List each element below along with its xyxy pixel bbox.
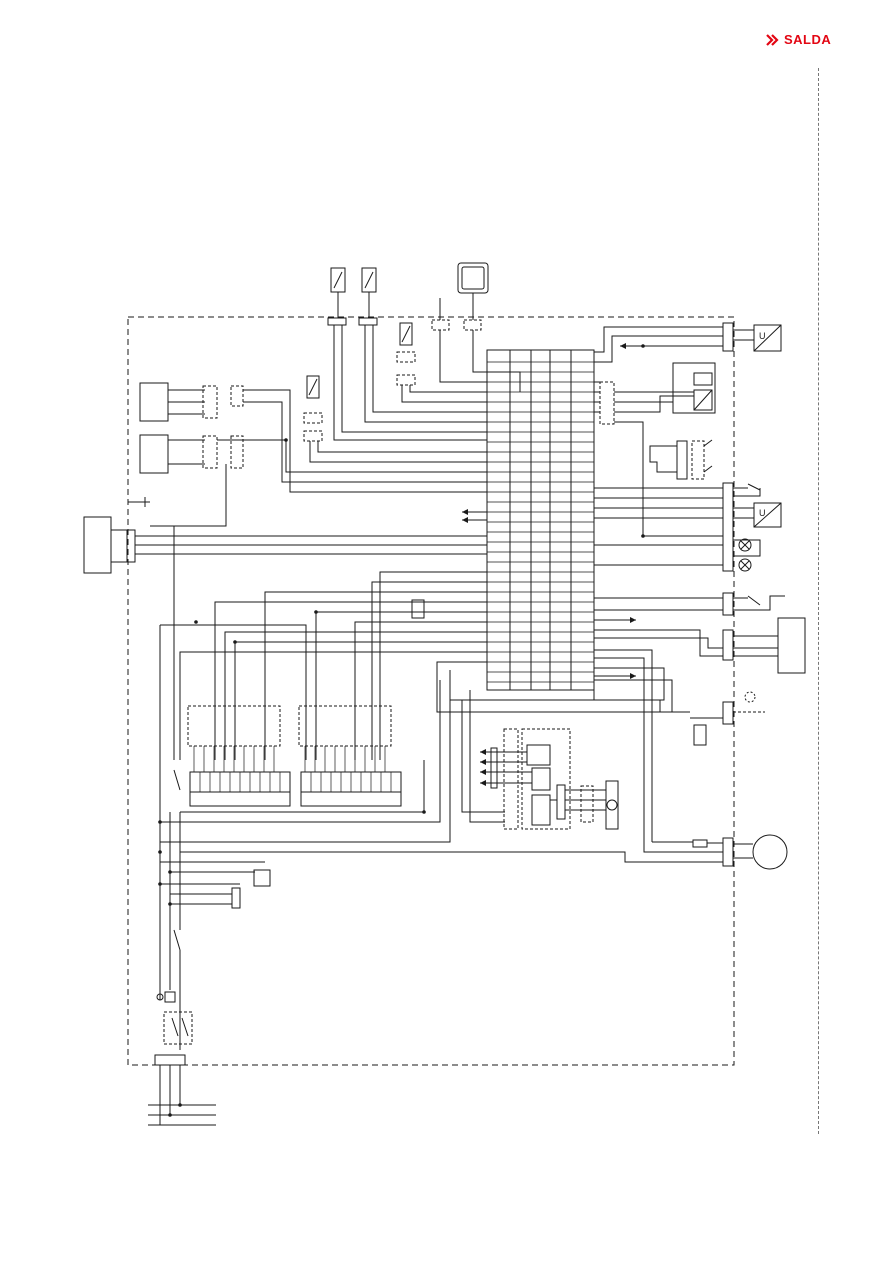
interconnect-wires bbox=[160, 526, 672, 842]
damper-motor bbox=[606, 781, 618, 829]
controller-terminal-block bbox=[487, 350, 594, 690]
left-device-2 bbox=[140, 435, 168, 473]
left-device-1 bbox=[140, 383, 168, 421]
lower-terminal-strips bbox=[188, 706, 401, 806]
middle-connector-block bbox=[480, 729, 618, 829]
power-input-device bbox=[84, 517, 111, 573]
junction-dots bbox=[158, 344, 645, 1117]
actuator-u-2-label: U bbox=[759, 508, 766, 518]
main-isolator-switch bbox=[164, 1012, 192, 1044]
pressure-switch-icon bbox=[745, 692, 755, 702]
external-controller bbox=[778, 618, 805, 673]
actuator-u-1-label: U bbox=[759, 331, 766, 341]
sensor-group-top bbox=[304, 263, 488, 441]
main-power-section bbox=[148, 625, 270, 1125]
sensor-wires bbox=[310, 325, 520, 462]
fan-motor bbox=[753, 835, 787, 869]
right-devices: U U bbox=[180, 323, 805, 869]
